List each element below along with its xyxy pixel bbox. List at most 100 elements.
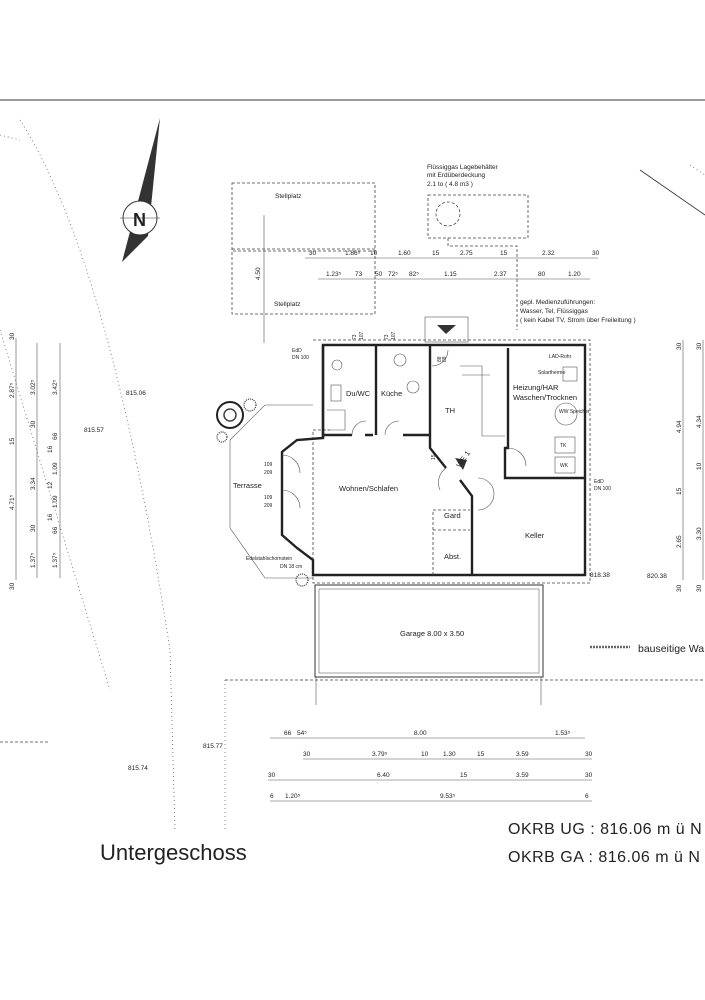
garage <box>314 584 544 678</box>
unit-label: WE 1 <box>454 449 472 469</box>
shower-icon <box>327 409 346 431</box>
room-label-stellplatz: Stellplatz <box>275 193 301 200</box>
door-size: 109 <box>264 495 273 501</box>
room-label-stellplatz: Stellplatz <box>274 301 300 308</box>
dimension-label: 30 <box>585 751 593 758</box>
door-size: 209 <box>264 503 273 509</box>
dimension-label: 72⁵ <box>388 271 398 278</box>
shrub-icon <box>295 573 309 587</box>
dimension-label: 1.37⁵ <box>52 552 59 568</box>
room-label-kueche: Küche <box>381 389 402 398</box>
sink-icon <box>406 380 420 394</box>
legend-label: bauseitige Wa <box>638 643 704 655</box>
dimension-label: 4.34 <box>696 415 703 428</box>
dimension-label: 12 <box>47 481 54 489</box>
dimension-label: 88 <box>437 356 443 362</box>
room-label-wohnen: Wohnen/Schlafen <box>339 484 398 493</box>
dimension-label: 4.71⁵ <box>9 494 16 510</box>
door-size: 209 <box>264 470 273 476</box>
room-label-garage: Garage 8.00 x 3.50 <box>400 629 464 638</box>
dimension-label: 15 <box>477 751 485 758</box>
dimension-label: 3.42⁵ <box>52 379 59 395</box>
dimension-label: 16 <box>47 445 54 453</box>
dimension-label: 30 <box>9 332 16 340</box>
dimension-label: 15 <box>431 454 437 460</box>
dimension-label: 107 <box>391 331 397 340</box>
dimension-label: 3.79⁵ <box>372 751 388 758</box>
equipment-label: LAD-Rohr <box>549 354 572 360</box>
dimension-label: 6 <box>585 793 589 800</box>
gas-tank-icon <box>435 201 461 227</box>
tank-wk-icon <box>554 456 576 474</box>
dimension-lines <box>15 257 704 802</box>
spot-height: 815.74 <box>128 765 148 772</box>
dimension-label: 82⁵ <box>409 271 419 278</box>
dimension-label: 1.86⁵ <box>345 250 361 257</box>
dimension-label: 1.20 <box>568 271 581 278</box>
entrance-arrow-icon <box>455 458 467 470</box>
dimension-label: 73 <box>384 334 390 340</box>
dimension-label: 30 <box>30 420 37 428</box>
solar-unit-icon <box>562 366 578 382</box>
dimension-label: 2.37 <box>494 271 507 278</box>
elevation-ga: OKRB GA : 816.06 m ü N <box>508 849 700 866</box>
property-boundary-line <box>0 329 111 691</box>
dimension-label: 1.30 <box>443 751 456 758</box>
tree-icon <box>216 398 257 443</box>
spot-height: 818.38 <box>590 572 610 579</box>
dimension-label: 80 <box>538 271 546 278</box>
dimension-label: 15 <box>500 250 508 257</box>
dimension-label: 9.53⁵ <box>440 793 456 800</box>
dimension-label: 30 <box>676 584 683 592</box>
tank-note-line: 2.1 to ( 4.8 m3 ) <box>427 181 473 188</box>
property-boundary-curve <box>0 134 21 141</box>
parking-space <box>231 182 376 252</box>
room-label-du-wc: Du/WC <box>346 389 371 398</box>
dimension-label: 1.09 <box>52 495 59 508</box>
drain-label: EdD <box>594 479 604 485</box>
house-outline <box>280 339 591 584</box>
media-note-line: gepl. Medienzuführungen: <box>520 299 595 306</box>
dimension-label: 15 <box>432 250 440 257</box>
dimension-label: 10 <box>696 462 703 470</box>
drain-label: DN 100 <box>292 355 309 361</box>
north-label: N <box>133 210 146 230</box>
dimension-label: 6.40 <box>377 772 390 779</box>
dimension-label: 15 <box>9 437 16 445</box>
equipment-label: Solartherme <box>538 370 565 376</box>
page-title: Untergeschoss <box>100 840 247 865</box>
room-label-th: TH <box>445 406 455 415</box>
dimension-label: 30 <box>696 584 703 592</box>
dimension-label: 30 <box>585 772 593 779</box>
stove-icon <box>393 353 407 367</box>
dimension-label: 1.37⁵ <box>30 552 37 568</box>
dimension-label: 88 <box>442 356 448 362</box>
gas-tank <box>427 194 529 239</box>
dimension-label: 54⁵ <box>297 730 307 737</box>
dimension-label: 10 <box>370 250 378 257</box>
tank-note-line: mit Erdüberdeckung <box>427 172 486 179</box>
equipment-label: WK <box>560 463 569 469</box>
dimension-label: 10 <box>421 751 429 758</box>
room-label-abst: Abst. <box>444 552 461 561</box>
chimney-label: Edelstahlschornstein <box>246 556 292 562</box>
dimension-label: 107 <box>359 331 365 340</box>
dimension-label: 1.09 <box>52 462 59 475</box>
spot-height: 815.06 <box>126 390 146 397</box>
dimension-label: 3.59 <box>516 772 529 779</box>
dimension-label: 3.59 <box>516 751 529 758</box>
toilet-icon <box>331 359 343 371</box>
room-label-gard: Gard <box>444 511 461 520</box>
elevation-ug: OKRB UG : 816.06 m ü N <box>508 821 702 838</box>
dimension-label: 1.15 <box>444 271 457 278</box>
media-note-line: Wasser, Tel, Flüssiggas <box>520 308 589 315</box>
door-size: 109 <box>264 462 273 468</box>
dimension-label: 30 <box>303 751 311 758</box>
dimension-label: 30 <box>9 582 16 590</box>
tank-note-line: Flüssiggas Lagebehälter <box>427 164 499 171</box>
dimension-label: 1.20⁵ <box>285 793 301 800</box>
dimension-label: 30 <box>309 250 317 257</box>
drain-label: EdD <box>292 348 302 354</box>
supply-line <box>447 238 518 330</box>
